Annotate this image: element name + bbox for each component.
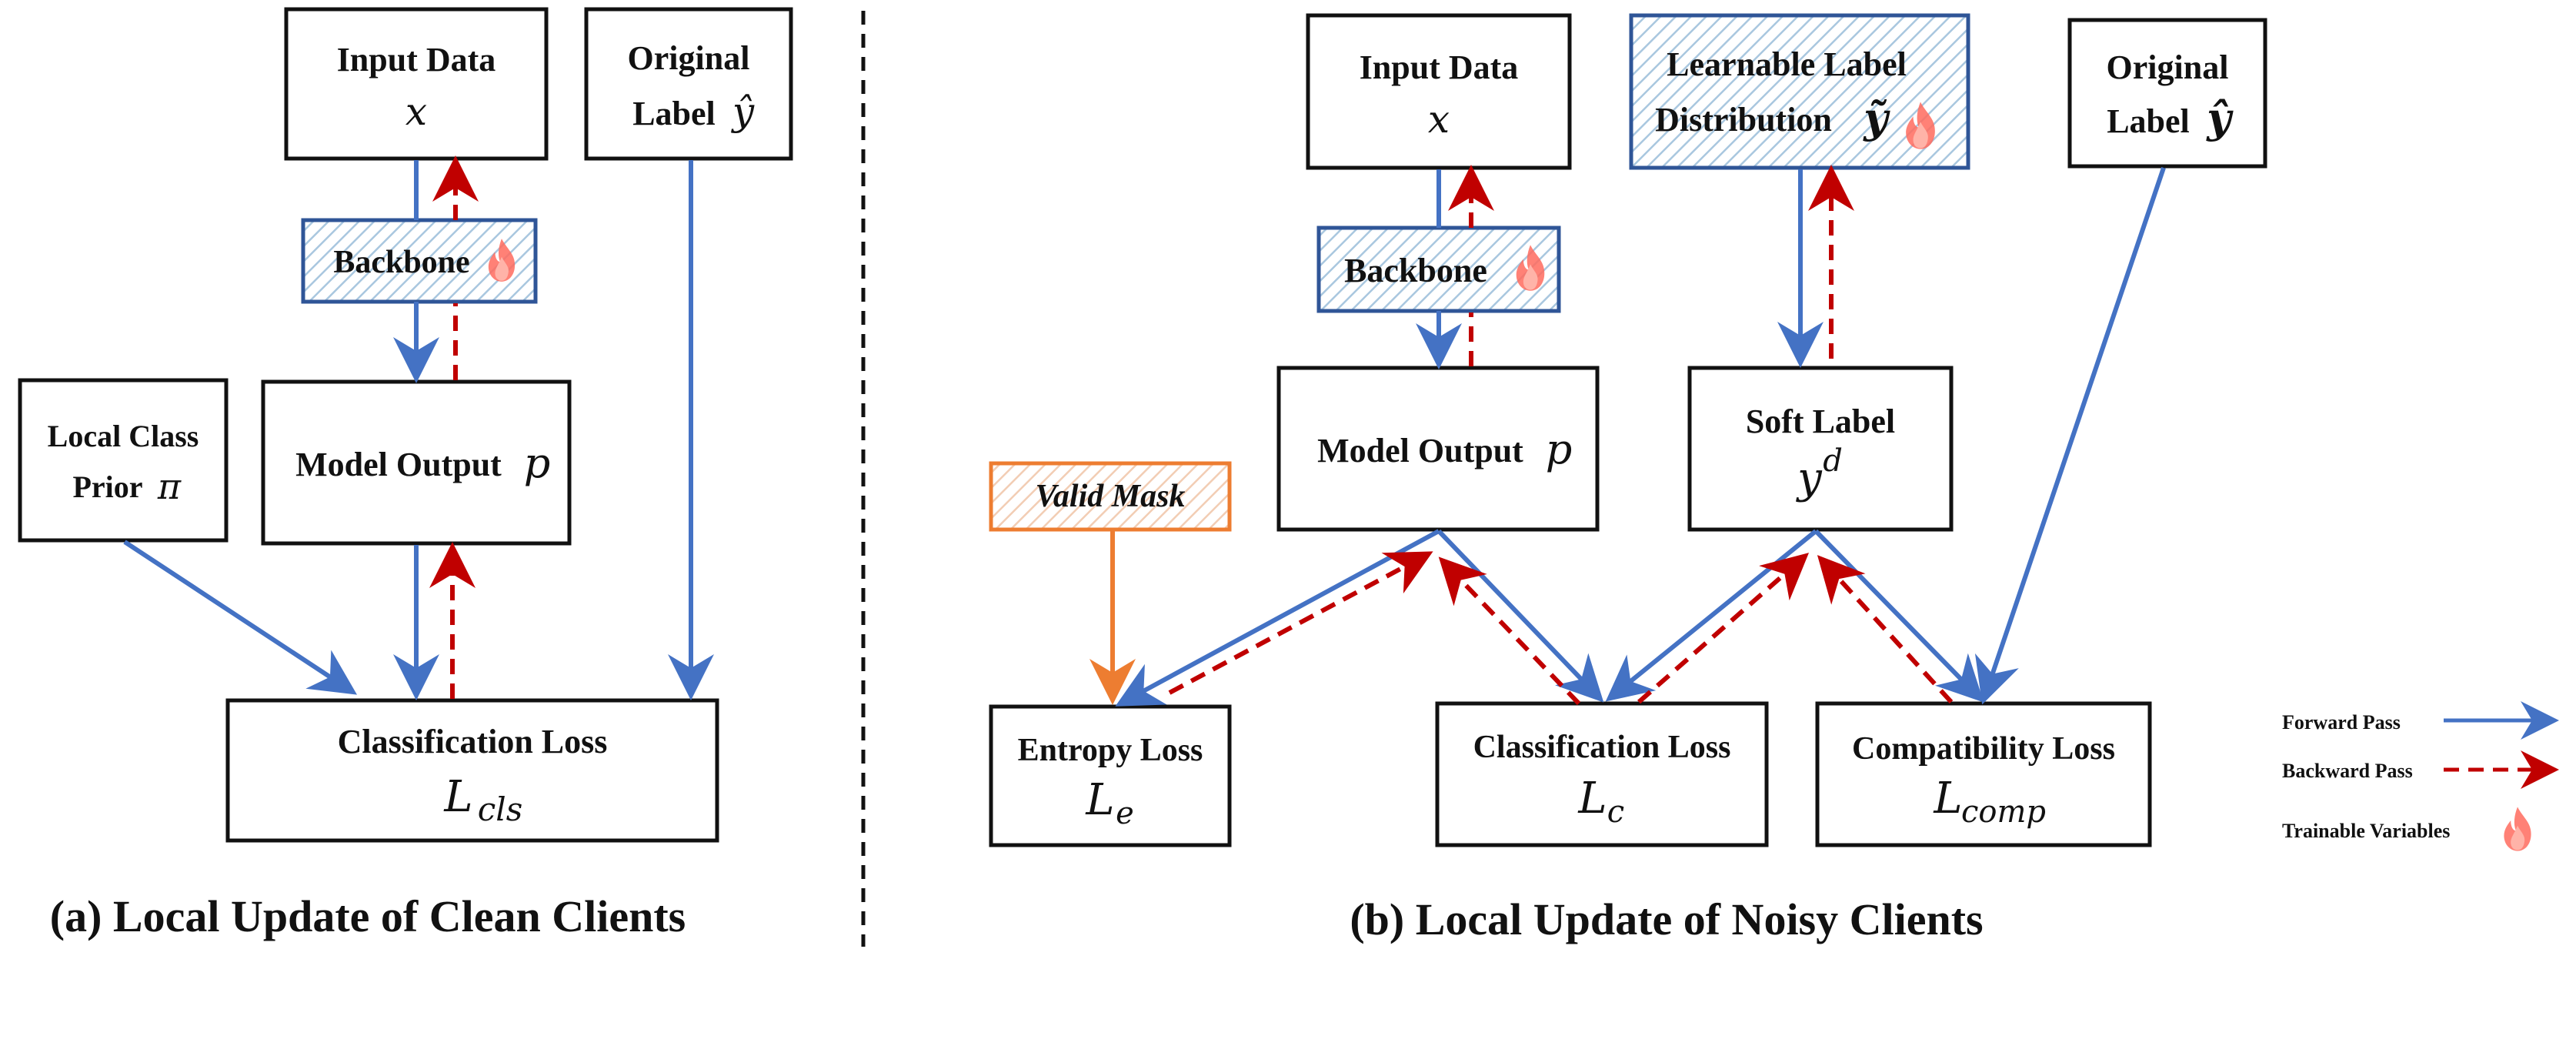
b-caption: (b) Local Update of Noisy Clients (1350, 894, 1983, 944)
b-arrow-compatibility-to-soft-label-backward (1817, 555, 1954, 704)
b-arrow-output-to-entropy (1115, 529, 1440, 707)
b-arrow-original-label-to-compatibility (1974, 167, 2166, 705)
b-input-data-title: Input Data (1360, 48, 1519, 86)
b-soft-label-box: Soft Label y d (1687, 366, 1954, 532)
b-original-label-box: Original Label ŷ (2067, 18, 2267, 169)
b-valid-mask-box: Valid Mask (989, 461, 1232, 532)
a-prior-box: Local Class Prior π (18, 378, 229, 543)
b-arrow-soft-label-to-compatibility (1814, 529, 1984, 703)
a-arrow-prior-to-loss (123, 540, 358, 695)
b-classification-subscript: c (1607, 794, 1624, 830)
a-original-label-box: Original Label ŷ (584, 7, 793, 161)
b-entropy-title: Entropy Loss (1018, 733, 1203, 768)
b-soft-label-title: Soft Label (1746, 403, 1895, 440)
b-compatibility-symbol: L (1933, 774, 1962, 824)
a-loss-subscript: cls (478, 790, 523, 828)
legend-trainable-label: Trainable Variables (2282, 820, 2450, 842)
b-model-output-box: Model Output p (1276, 366, 1600, 532)
b-compatibility-title: Compatibility Loss (1852, 731, 2115, 767)
b-arrow-classification-to-output-backward (1438, 556, 1581, 706)
b-entropy-symbol: L (1085, 775, 1114, 825)
b-learnable-label-box: Learnable Label Distribution ỹ (1629, 13, 1970, 170)
b-original-label-line2: Label (2107, 102, 2190, 140)
a-original-label-line2: Label (632, 95, 716, 132)
legend-forward-label: Forward Pass (2282, 711, 2401, 734)
a-backbone-label: Backbone (333, 245, 469, 280)
a-prior-symbol: π (157, 466, 182, 507)
a-loss-title: Classification Loss (338, 723, 608, 760)
panel-b: Input Data x Learnable Label Distributio… (989, 13, 2267, 944)
a-model-output-symbol: p (524, 439, 551, 487)
legend: Forward Pass Backward Pass Trainable Var… (2282, 701, 2559, 851)
a-prior-line1: Local Class (48, 419, 199, 453)
b-original-label-symbol: ŷ (2206, 93, 2234, 142)
b-compatibility-loss-box: Compatibility Loss L comp (1815, 701, 2152, 847)
a-input-symbol: x (405, 89, 427, 134)
b-valid-mask-label: Valid Mask (1036, 479, 1186, 514)
b-soft-label-symbol: y (1795, 453, 1823, 503)
a-classification-loss-box: Classification Loss L cls (225, 698, 719, 843)
b-classification-loss-box: Classification Loss L c (1435, 701, 1769, 847)
b-learnable-symbol: ỹ (1863, 93, 1890, 142)
legend-flame-icon (2504, 807, 2531, 851)
b-original-label-line1: Original (2107, 48, 2229, 86)
b-input-data-box: Input Data x (1306, 13, 1572, 170)
b-soft-label-superscript: d (1823, 443, 1843, 479)
b-model-output-label: Model Output (1317, 432, 1523, 470)
a-model-output-label: Model Output (295, 446, 502, 483)
b-learnable-line1: Learnable Label (1667, 45, 1907, 83)
a-loss-symbol: L (443, 772, 472, 822)
a-original-label-line1: Original (628, 39, 750, 77)
b-compatibility-subscript: comp (1961, 794, 2046, 830)
a-caption: (a) Local Update of Clean Clients (50, 891, 686, 941)
b-input-symbol: x (1428, 97, 1450, 142)
b-entropy-loss-box: Entropy Loss L e (989, 704, 1232, 847)
b-learnable-line2: Distribution (1655, 101, 1832, 139)
b-backbone-box: Backbone (1316, 226, 1561, 313)
a-input-data-box: Input Data x (284, 7, 549, 161)
legend-backward-label: Backward Pass (2282, 760, 2413, 782)
b-arrow-entropy-to-output-backward (1168, 551, 1433, 695)
b-entropy-subscript: e (1116, 796, 1134, 831)
panel-a: Input Data x Original Label ŷ Backbone L… (18, 7, 793, 941)
b-classification-title: Classification Loss (1473, 730, 1731, 765)
a-original-label-symbol: ŷ (731, 89, 755, 134)
a-prior-line2: Prior (72, 470, 142, 504)
b-arrow-output-to-classification (1436, 529, 1604, 703)
a-backbone-box: Backbone (301, 218, 538, 304)
b-arrow-classification-to-soft-label-backward (1637, 553, 1810, 704)
a-input-data-title: Input Data (337, 41, 496, 79)
b-arrow-soft-label-to-classification (1605, 529, 1817, 702)
b-classification-symbol: L (1577, 774, 1607, 824)
b-model-output-symbol: p (1546, 425, 1573, 473)
a-model-output-box: Model Output p (261, 379, 572, 546)
b-backbone-label: Backbone (1344, 252, 1487, 289)
